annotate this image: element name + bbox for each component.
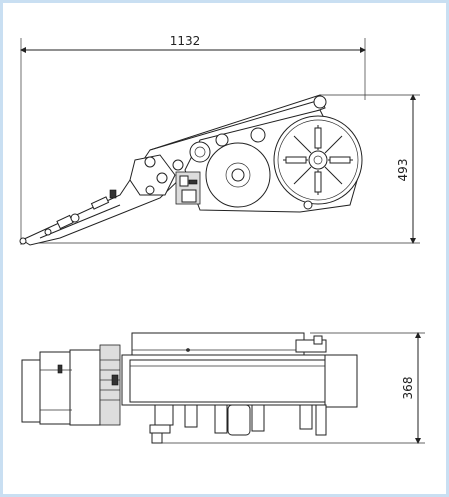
side-height-label: 493 bbox=[396, 159, 410, 182]
side-view bbox=[19, 94, 363, 246]
top-view bbox=[21, 332, 358, 444]
width-dimension: 1132 bbox=[20, 34, 366, 245]
side-height-dimension: 493 bbox=[30, 94, 420, 244]
top-height-label: 368 bbox=[401, 377, 415, 400]
width-label: 1132 bbox=[170, 34, 201, 48]
top-height-dimension: 368 bbox=[160, 332, 425, 444]
